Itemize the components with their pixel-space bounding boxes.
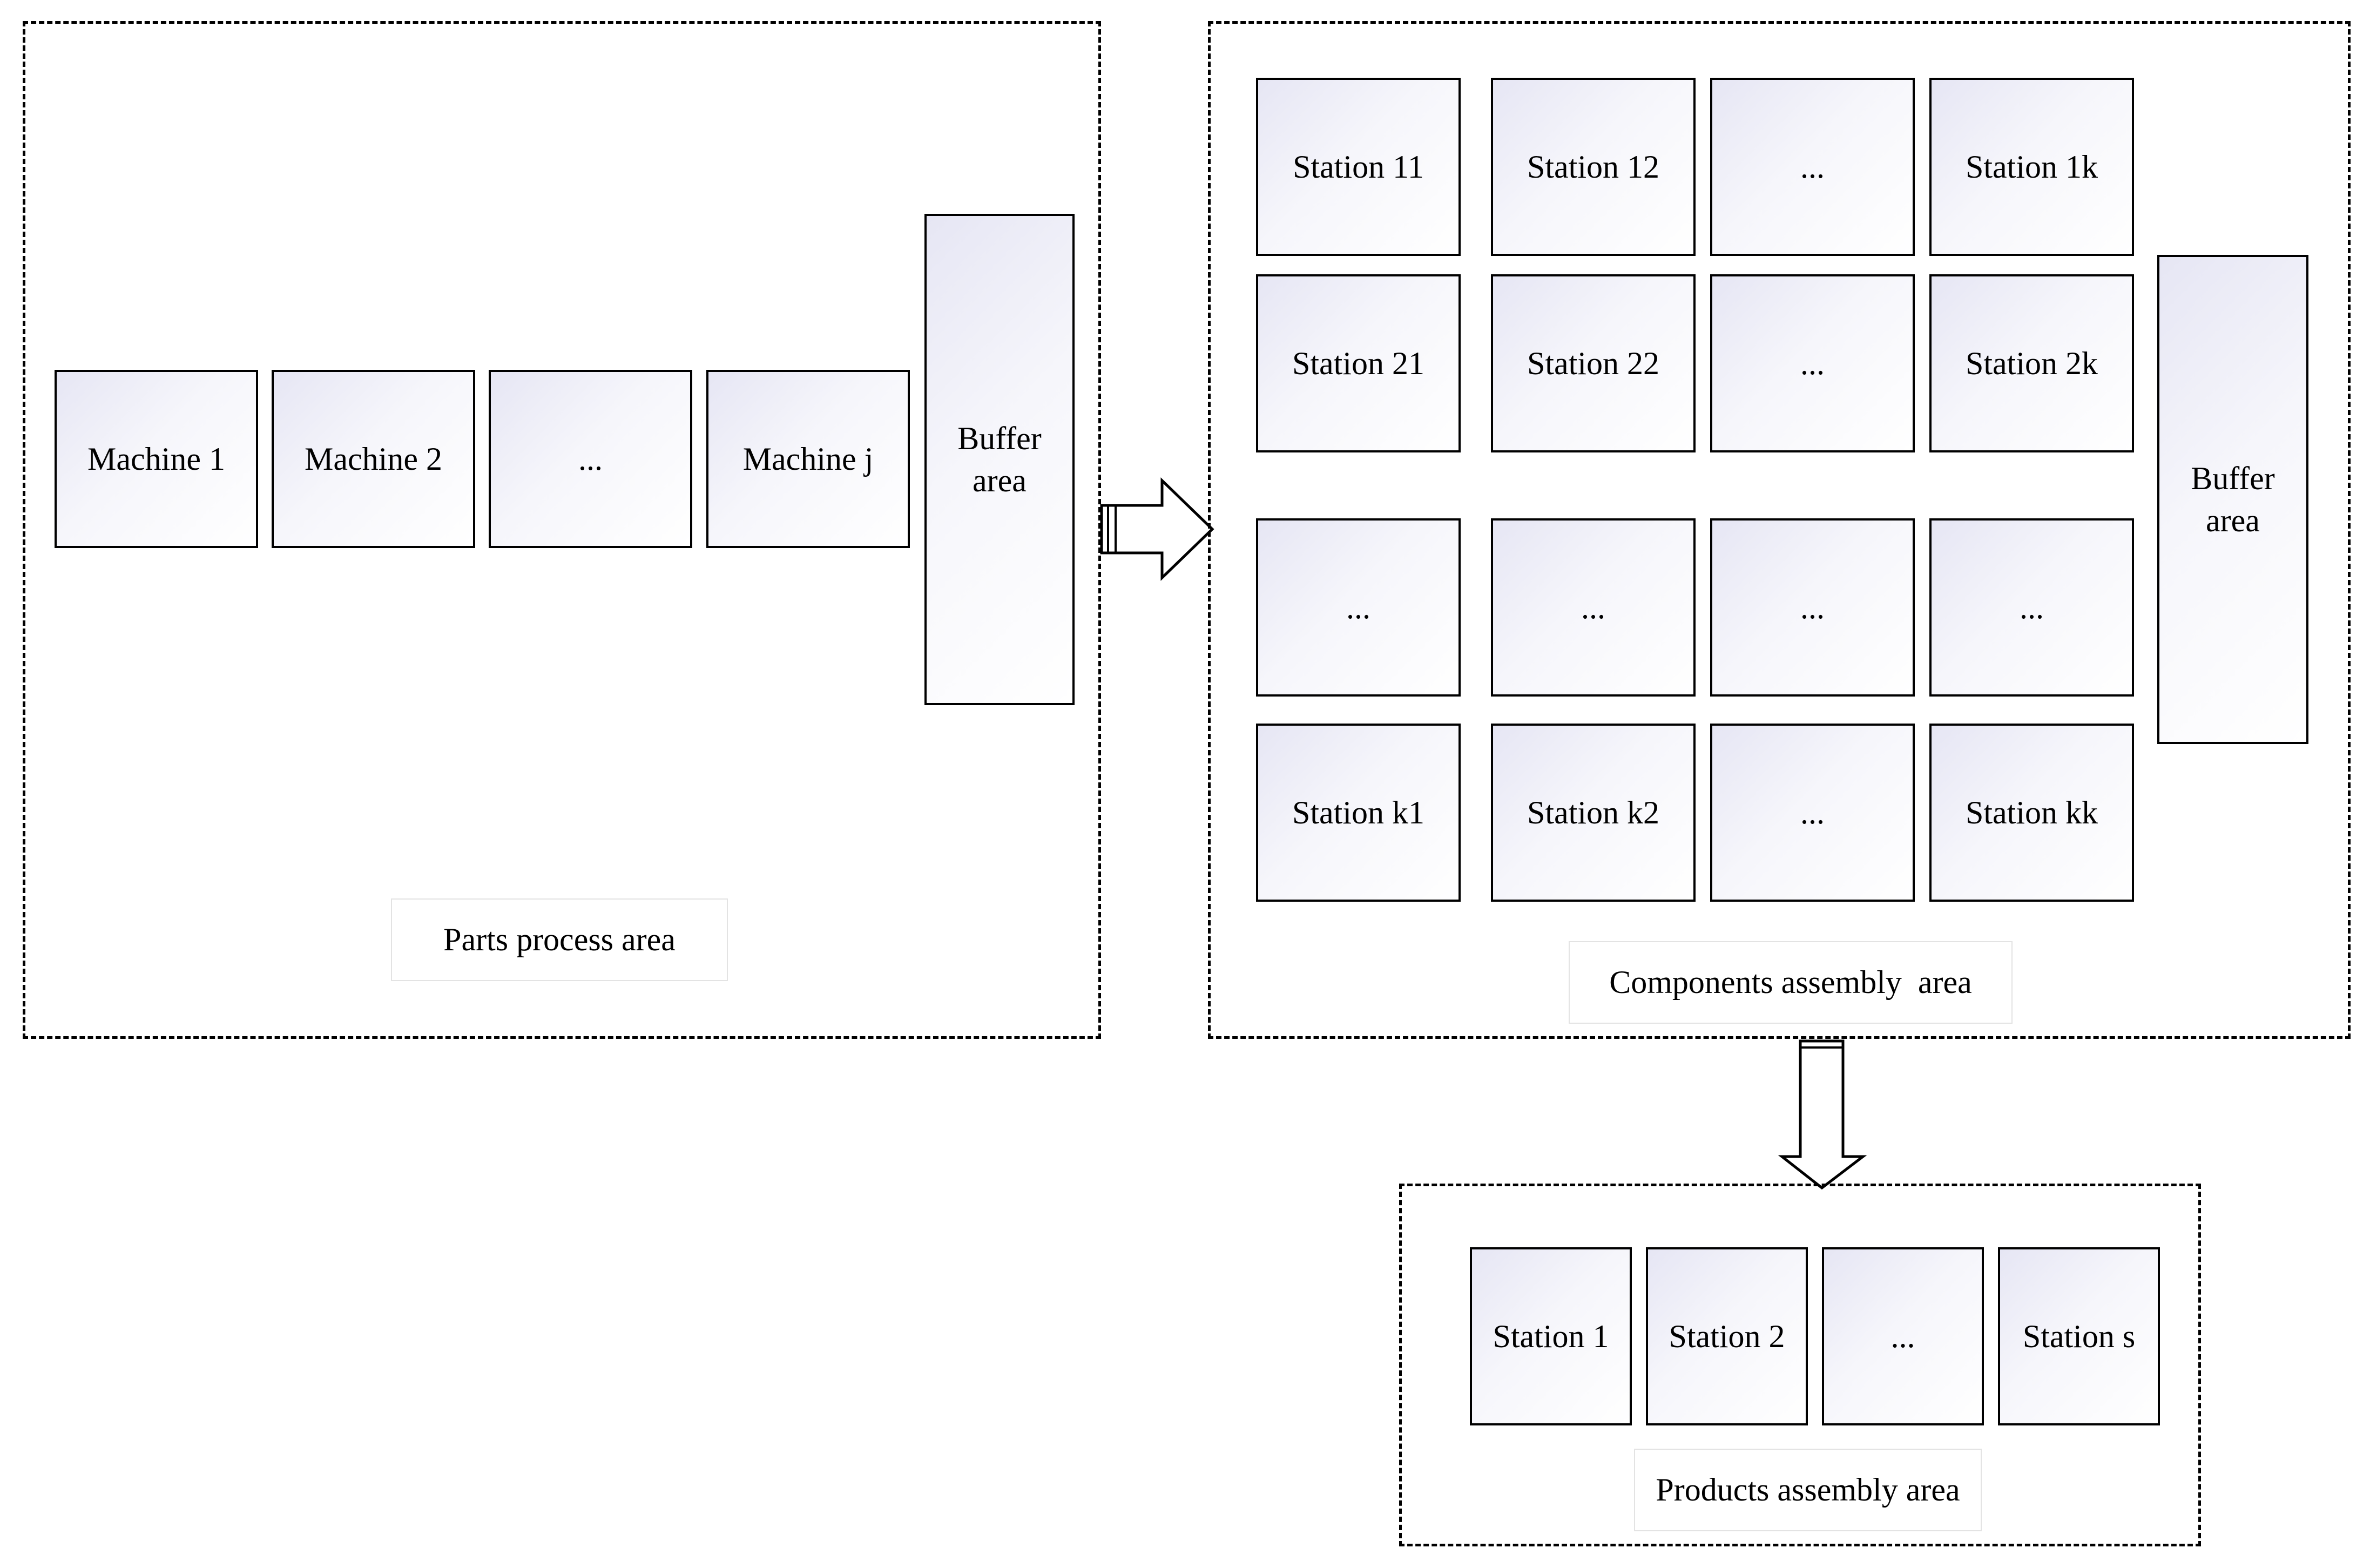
components-buffer-label-line1: Buffer: [2191, 461, 2275, 496]
station-k-ellipsis: ...: [1710, 724, 1915, 902]
station-ellipsis-row-4: ...: [1929, 518, 2134, 697]
parts-buffer-label-line1: Buffer: [957, 421, 1042, 456]
station-11: Station 11: [1256, 78, 1461, 256]
components-buffer-area: Buffer area: [2157, 255, 2308, 744]
station-22: Station 22: [1491, 274, 1696, 452]
station-1-ellipsis: ...: [1710, 78, 1915, 256]
station-k2: Station k2: [1491, 724, 1696, 902]
product-station-ellipsis: ...: [1822, 1247, 1984, 1425]
product-station-1: Station 1: [1470, 1247, 1632, 1425]
station-ellipsis-row-2: ...: [1491, 518, 1696, 697]
down-arrow-icon: [1778, 1039, 1867, 1190]
components-assembly-area-label: Components assembly area: [1569, 941, 2013, 1024]
station-12: Station 12: [1491, 78, 1696, 256]
products-assembly-area-label: Products assembly area: [1634, 1449, 1982, 1531]
machine-ellipsis: ...: [489, 370, 692, 548]
station-1k: Station 1k: [1929, 78, 2134, 256]
product-station-s: Station s: [1998, 1247, 2160, 1425]
components-buffer-label-line2: area: [2206, 503, 2260, 538]
machine-2: Machine 2: [272, 370, 475, 548]
parts-buffer-area: Buffer area: [924, 214, 1075, 705]
parts-process-zone: [23, 21, 1101, 1039]
station-ellipsis-row-1: ...: [1256, 518, 1461, 697]
station-21: Station 21: [1256, 274, 1461, 452]
station-2k: Station 2k: [1929, 274, 2134, 452]
machine-j: Machine j: [706, 370, 910, 548]
parts-process-area-label: Parts process area: [391, 898, 728, 981]
products-assembly-zone: [1399, 1184, 2201, 1546]
machine-1: Machine 1: [55, 370, 258, 548]
station-kk: Station kk: [1929, 724, 2134, 902]
product-station-2: Station 2: [1646, 1247, 1808, 1425]
station-ellipsis-row-3: ...: [1710, 518, 1915, 697]
station-2-ellipsis: ...: [1710, 274, 1915, 452]
station-k1: Station k1: [1256, 724, 1461, 902]
components-assembly-zone: [1208, 21, 2351, 1039]
right-arrow-icon: [1100, 477, 1214, 581]
parts-buffer-label-line2: area: [973, 463, 1027, 498]
